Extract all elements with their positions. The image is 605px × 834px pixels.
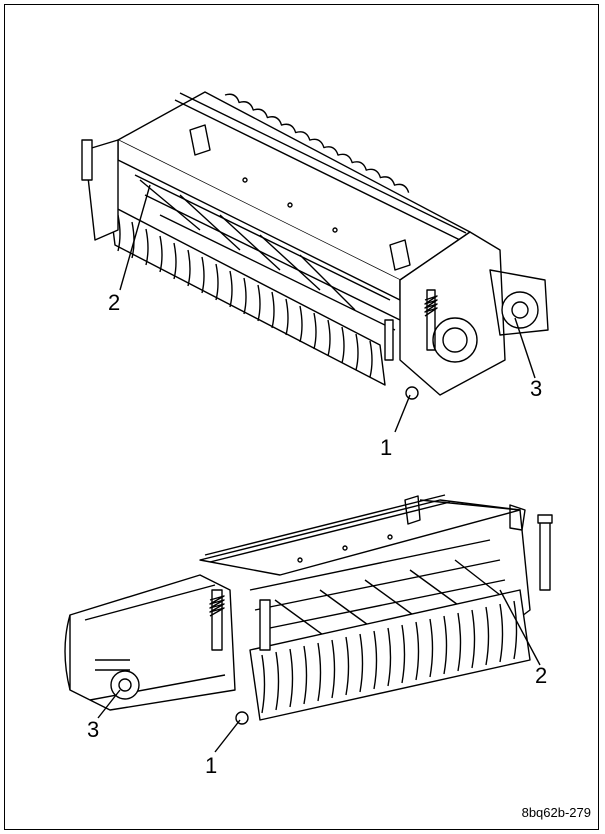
top-leader-2 [119,184,151,291]
bottom-callout-3: 3 [87,717,100,742]
top-callout-2: 2 [108,290,121,315]
figure-id: 8bq62b-279 [521,805,591,820]
top-reel-assembly [81,91,549,400]
top-leader-1 [394,394,411,433]
bottom-leader-3 [97,689,121,719]
top-leader-3 [514,317,536,379]
top-callout-1: 1 [380,435,393,460]
bottom-leader-1 [214,719,241,753]
bottom-reel-assembly [64,494,553,725]
bottom-leader-2 [499,589,541,666]
bottom-callout-2: 2 [535,663,548,688]
top-callout-3: 3 [530,376,543,401]
bottom-front-roller [249,589,531,721]
bottom-callout-1: 1 [205,753,218,778]
